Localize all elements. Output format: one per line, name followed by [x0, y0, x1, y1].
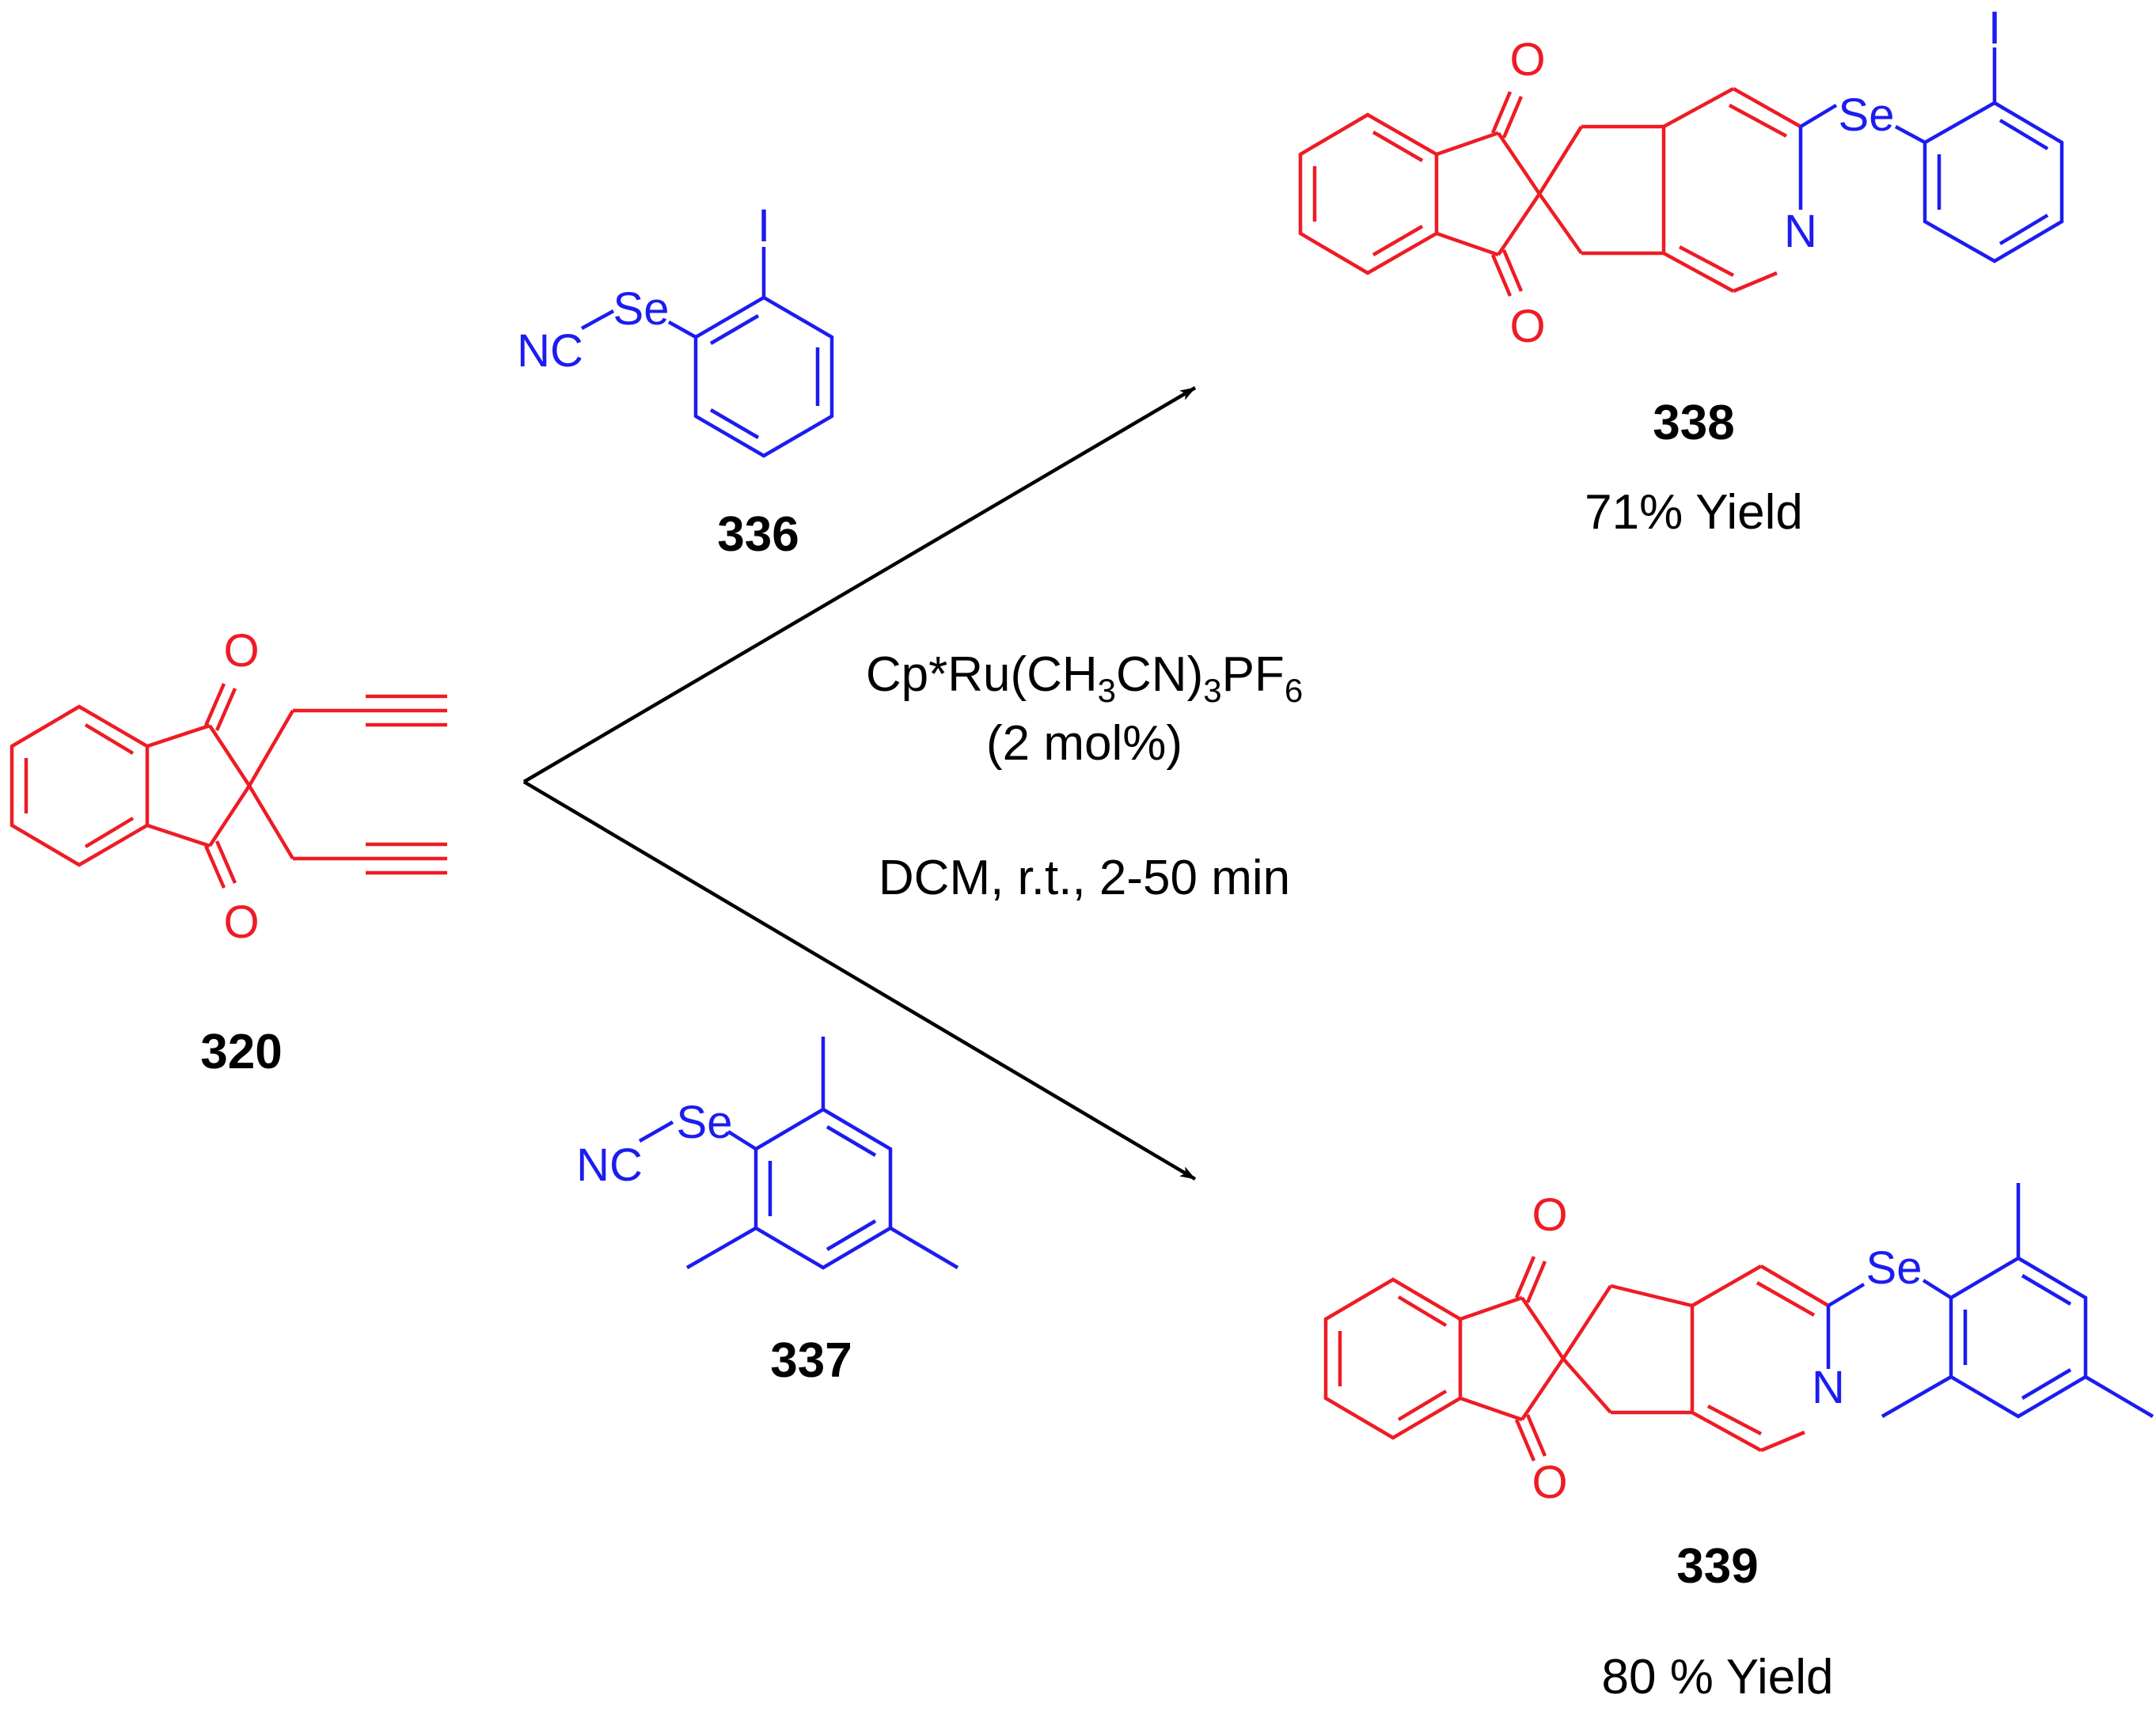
atom-label: I [757, 200, 770, 252]
compound-337-label: 337 [770, 1333, 852, 1388]
atom-label: N [1812, 1362, 1845, 1413]
compound-338-structure: O O N Se I [1298, 2, 2064, 352]
atom-label: N [1784, 206, 1817, 257]
solvent-temp-time: DCM, r.t., 2-50 min [879, 851, 1290, 905]
compound-339-label: 339 [1676, 1539, 1758, 1594]
atom-label: O [1532, 1457, 1567, 1508]
compound-336-label: 336 [717, 507, 799, 562]
compound-337-structure: Se NC [576, 1037, 959, 1270]
arrow-to-339 [522, 780, 1197, 1181]
catalyst-loading: (2 mol%) [986, 716, 1182, 771]
atom-label: O [1509, 34, 1545, 85]
atom-label: O [223, 897, 259, 948]
compound-320-label: 320 [200, 1025, 282, 1079]
compound-339-yield: 80 % Yield [1602, 1650, 1834, 1704]
arrow-to-338 [522, 386, 1197, 783]
compound-336-structure: I Se NC [517, 200, 834, 458]
atom-label: O [1532, 1189, 1567, 1241]
compound-339-structure: O O N Se [1323, 1183, 2154, 1508]
compound-320-structure: O O [9, 625, 447, 948]
atom-label: NC [517, 325, 583, 377]
atom-label: NC [576, 1139, 643, 1191]
atom-label: I [1988, 2, 2001, 54]
atom-label: Se [613, 283, 670, 335]
catalyst: Cp*Ru(CH3CN)3PF6 [866, 647, 1303, 709]
compound-338-label: 338 [1653, 396, 1734, 450]
reaction-arrows [522, 386, 1197, 1181]
atom-label: Se [1866, 1242, 1923, 1294]
compound-338-yield: 71% Yield [1585, 485, 1803, 540]
atom-label: O [223, 625, 259, 677]
reaction-conditions: Cp*Ru(CH3CN)3PF6 (2 mol%) DCM, r.t., 2-5… [866, 647, 1303, 905]
atom-label: O [1509, 301, 1545, 352]
atom-label: Se [1839, 89, 1895, 141]
atom-label: Se [677, 1097, 733, 1148]
